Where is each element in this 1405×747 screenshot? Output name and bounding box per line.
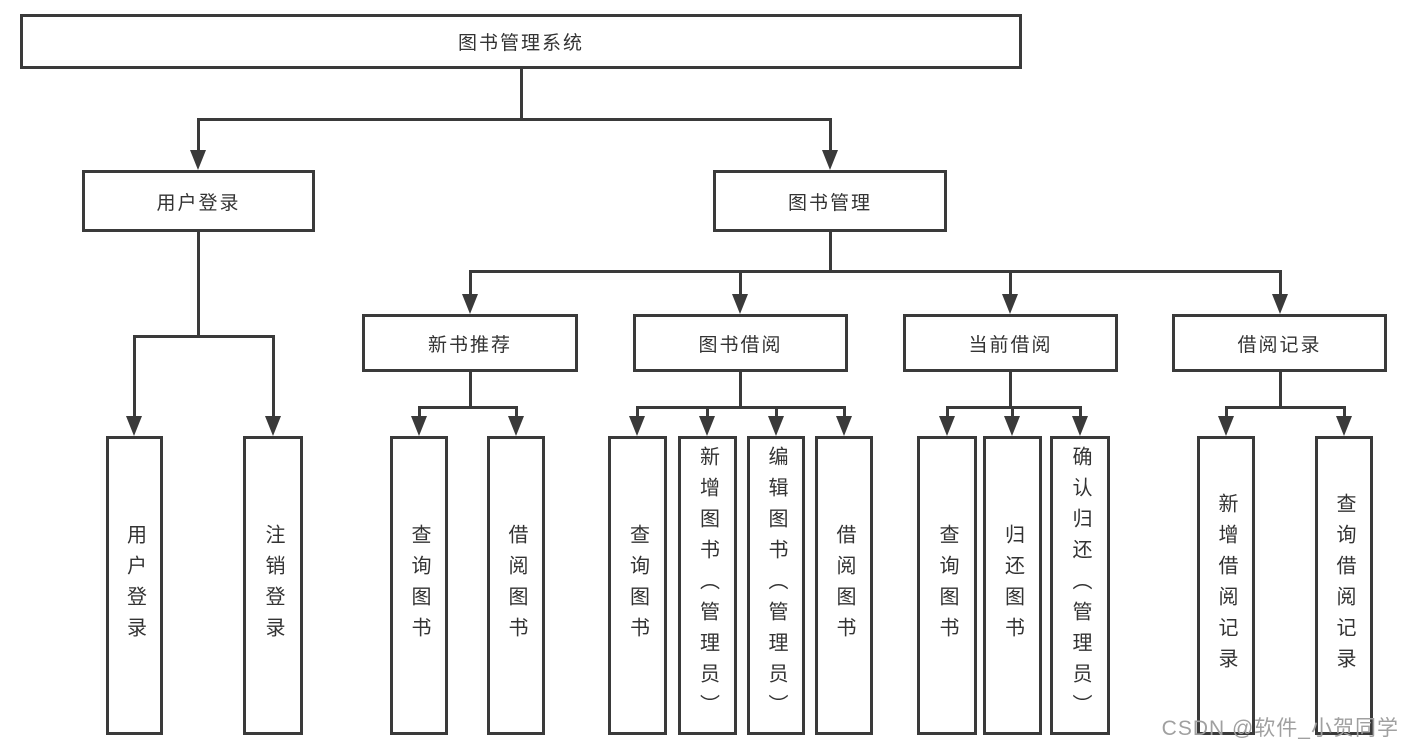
connector-line: [197, 118, 200, 154]
arrow-down-icon: [411, 416, 427, 436]
connector-line: [739, 372, 742, 406]
connector-line: [1009, 270, 1012, 296]
leaf-label: 查询借阅记录: [1333, 492, 1355, 679]
node-user-login: 用户登录: [82, 170, 315, 232]
arrow-down-icon: [1004, 416, 1020, 436]
connector-line: [515, 406, 518, 418]
connector-line: [843, 406, 846, 418]
connector-line: [946, 406, 949, 418]
arrow-down-icon: [126, 416, 142, 436]
leaf-label: 编辑图书（管理员）: [765, 446, 787, 725]
connector-line: [520, 69, 523, 118]
connector-line: [1279, 270, 1282, 296]
connector-line: [829, 118, 832, 154]
leaf-add-book-admin: 新增图书（管理员）: [678, 436, 737, 735]
leaf-add-borrow-record: 新增借阅记录: [1197, 436, 1255, 735]
connector-line: [1009, 372, 1012, 406]
connector-line: [1343, 406, 1346, 418]
connector-line: [469, 270, 472, 296]
arrow-down-icon: [768, 416, 784, 436]
leaf-borrow-books-recommend: 借阅图书: [487, 436, 545, 735]
leaf-label: 查询图书: [936, 523, 958, 648]
leaf-label: 查询图书: [408, 523, 430, 648]
arrow-down-icon: [822, 150, 838, 170]
arrow-down-icon: [629, 416, 645, 436]
arrow-down-icon: [699, 416, 715, 436]
connector-line: [197, 118, 831, 121]
connector-line: [272, 335, 275, 418]
node-book-management: 图书管理: [713, 170, 947, 232]
leaf-edit-book-admin: 编辑图书（管理员）: [747, 436, 805, 735]
leaf-label: 归还图书: [1001, 523, 1024, 648]
node-root: 图书管理系统: [20, 14, 1022, 69]
arrow-down-icon: [190, 150, 206, 170]
arrow-down-icon: [508, 416, 524, 436]
node-book-borrow: 图书借阅: [633, 314, 848, 372]
leaf-label: 查询图书: [626, 523, 649, 648]
connector-line: [1225, 406, 1345, 409]
connector-line: [636, 406, 845, 409]
leaf-label: 新增借阅记录: [1215, 492, 1237, 679]
leaf-logout: 注销登录: [243, 436, 303, 735]
leaf-label: 借阅图书: [505, 523, 527, 648]
leaf-query-books-recommend: 查询图书: [390, 436, 448, 735]
leaf-borrow-books: 借阅图书: [815, 436, 873, 735]
leaf-label: 注销登录: [262, 523, 284, 648]
connector-line: [706, 406, 709, 418]
leaf-label: 新增图书（管理员）: [696, 446, 719, 725]
leaf-confirm-return-admin: 确认归还（管理员）: [1050, 436, 1110, 735]
leaf-user-login: 用户登录: [106, 436, 163, 735]
arrow-down-icon: [462, 294, 478, 314]
arrow-down-icon: [732, 294, 748, 314]
leaf-label: 用户登录: [123, 523, 146, 648]
connector-line: [1279, 372, 1282, 406]
connector-line: [636, 406, 639, 418]
node-current-borrow: 当前借阅: [903, 314, 1118, 372]
connector-line: [1011, 406, 1014, 418]
leaf-query-books-current: 查询图书: [917, 436, 977, 735]
arrow-down-icon: [836, 416, 852, 436]
arrow-down-icon: [1002, 294, 1018, 314]
connector-line: [829, 232, 832, 270]
connector-line: [469, 372, 472, 406]
leaf-label: 借阅图书: [833, 523, 855, 648]
arrow-down-icon: [1218, 416, 1234, 436]
node-new-book-recommend: 新书推荐: [362, 314, 578, 372]
node-borrow-records: 借阅记录: [1172, 314, 1387, 372]
arrow-down-icon: [1072, 416, 1088, 436]
connector-line: [469, 270, 1281, 273]
connector-line: [1225, 406, 1228, 418]
csdn-watermark: CSDN @软件_小贺同学: [1161, 717, 1399, 740]
leaf-query-borrow-record: 查询借阅记录: [1315, 436, 1373, 735]
connector-line: [197, 232, 200, 335]
connector-line: [946, 406, 1081, 409]
leaf-query-books-borrow: 查询图书: [608, 436, 667, 735]
connector-line: [775, 406, 778, 418]
connector-line: [418, 406, 421, 418]
connector-line: [1079, 406, 1082, 418]
arrow-down-icon: [1272, 294, 1288, 314]
connector-line: [739, 270, 742, 296]
connector-line: [418, 406, 517, 409]
connector-line: [133, 335, 136, 418]
arrow-down-icon: [1336, 416, 1352, 436]
connector-line: [133, 335, 275, 338]
leaf-return-books: 归还图书: [983, 436, 1042, 735]
leaf-label: 确认归还（管理员）: [1069, 446, 1091, 725]
arrow-down-icon: [939, 416, 955, 436]
arrow-down-icon: [265, 416, 281, 436]
